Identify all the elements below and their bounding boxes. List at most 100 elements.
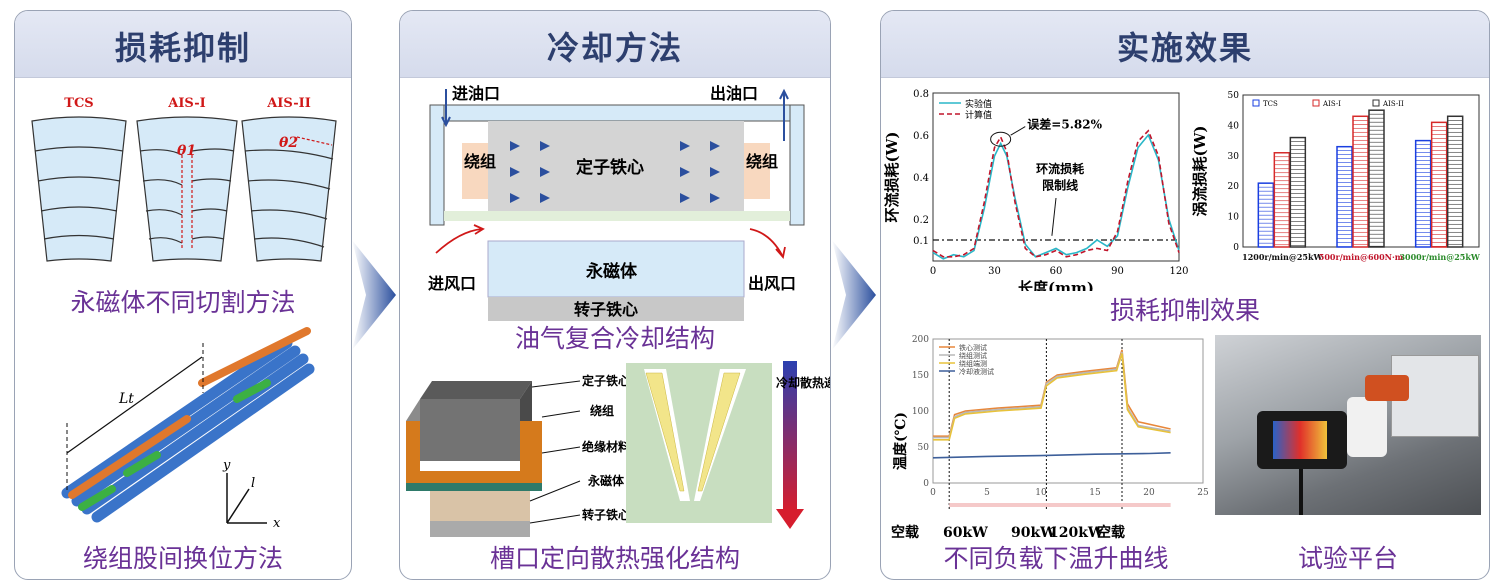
bar <box>1368 109 1385 248</box>
time-band <box>949 503 1171 507</box>
panel-header: 实施效果 <box>881 11 1489 78</box>
legend-label: 冷却液测试 <box>959 367 994 376</box>
panel-title: 冷却方法 <box>546 29 683 67</box>
error-marker <box>990 131 1012 147</box>
y-tick-label: 10 <box>1228 213 1240 223</box>
caption-pm-cut: 永磁体不同切割方法 <box>70 288 296 317</box>
limit-leader <box>1051 197 1057 236</box>
y-axis-label: 涡流损耗(W) <box>1191 125 1209 216</box>
cut-label-ais1: AIS-I <box>167 96 206 111</box>
y-axis-label: 温度(℃) <box>892 412 909 470</box>
slot-cooling-diagram: 定子铁心 绕组 绝缘材料 永磁体 转子铁心 冷却散热递增 <box>406 361 831 537</box>
panel-header: 冷却方法 <box>400 11 830 78</box>
rotor-core-block <box>488 297 744 321</box>
load-label-noload-2: 空载 <box>1097 524 1125 541</box>
series-line-2 <box>933 353 1171 441</box>
cut-label-tcs: TCS <box>64 96 93 111</box>
pm-segment-ais2 <box>241 116 337 262</box>
cooling-panel: 冷却方法 进油口 出油口 绕组 绕组 定子铁心 永磁体 转子铁心 进风口 出风口… <box>399 10 831 580</box>
legend-swatch <box>1312 99 1320 107</box>
legend-label: 计算值 <box>965 109 992 121</box>
series-line-3 <box>932 452 1171 459</box>
legend-label: 绕组测试 <box>959 351 987 360</box>
load-label-noload-1: 空载 <box>891 524 919 541</box>
x-tick-label: 0 <box>930 488 936 498</box>
strand-bundle <box>61 327 315 523</box>
theta2-label: θ2 <box>279 135 298 151</box>
bar <box>1430 121 1448 248</box>
bar <box>1273 152 1291 248</box>
y-tick-label: 20 <box>1228 182 1240 192</box>
x-axis-label: 长度(mm) <box>1018 279 1094 291</box>
y-tick-label: 40 <box>1228 121 1240 131</box>
air-in-label: 进风口 <box>428 274 476 293</box>
x-tick-label: 20 <box>1143 488 1155 498</box>
part-leader-lines <box>529 380 581 524</box>
y-tick-label: 150 <box>912 371 929 381</box>
axis-x-label: x <box>273 516 281 531</box>
y-tick-label: 50 <box>1228 91 1240 101</box>
part-label-winding: 绕组 <box>590 403 614 418</box>
legend-label: AIS-II <box>1382 100 1404 108</box>
x-tick-label: 5 <box>984 488 990 498</box>
winding-right-label: 绕组 <box>746 152 778 171</box>
y-tick-label: 0.1 <box>913 236 929 247</box>
x-tick-label: 90 <box>1111 266 1124 277</box>
legend-label: AIS-I <box>1322 100 1341 108</box>
bar <box>1336 145 1353 248</box>
flow-arrow-2-icon <box>832 240 876 350</box>
lt-dimension-line <box>66 356 203 454</box>
slot-cross-section <box>626 363 772 523</box>
plot-frame <box>932 338 1204 484</box>
axis-l-label: l <box>251 476 255 491</box>
panel-header: 损耗抑制 <box>15 11 351 78</box>
oil-air-cooling-diagram: 进油口 出油口 绕组 绕组 定子铁心 永磁体 转子铁心 进风口 出风口 <box>428 84 805 321</box>
part-label-insulation: 绝缘材料 <box>582 439 630 454</box>
legend-swatch <box>1372 99 1380 107</box>
coordinate-axes <box>226 473 267 524</box>
oil-in-label: 进油口 <box>452 84 500 103</box>
cut-label-ais2: AIS-II <box>266 96 311 111</box>
eddy-loss-chart: 01020304050涡流损耗(W)1200r/min@25kW500r/min… <box>1191 91 1481 262</box>
legend-label: TCS <box>1263 100 1278 108</box>
bar <box>1289 136 1307 248</box>
error-leader <box>1010 126 1026 136</box>
y-tick-label: 50 <box>918 443 930 453</box>
winding-right-block <box>744 143 770 199</box>
flow-arrow-1-icon <box>352 240 396 350</box>
pm-label: 永磁体 <box>585 261 638 282</box>
legend-label: 绕组端测 <box>959 359 987 368</box>
cooling-gradient-label: 冷却散热递增 <box>776 375 831 390</box>
air-out-label: 出风口 <box>748 274 796 293</box>
panel-title: 损耗抑制 <box>114 29 251 67</box>
y-tick-label: 0.6 <box>913 131 929 142</box>
pm-segment-tcs <box>31 116 127 262</box>
caption-oil-air: 油气复合冷却结构 <box>514 324 715 353</box>
load-label-60kw: 60kW <box>943 525 988 541</box>
caption-loss-effect: 损耗抑制效果 <box>1109 296 1260 325</box>
theta1-label: θ1 <box>177 143 196 159</box>
category-label: 1200r/min@25kW <box>1242 252 1323 262</box>
x-tick-label: 25 <box>1197 488 1209 498</box>
legend-label: 铁心测试 <box>959 343 987 352</box>
lt-label: Lt <box>118 391 134 407</box>
legend-label: 实验值 <box>965 98 992 110</box>
plot-frame <box>932 92 1180 262</box>
y-tick-label: 0.4 <box>913 173 929 184</box>
y-tick-label: 100 <box>912 407 929 417</box>
load-label-120kw: 120kW <box>1049 525 1104 541</box>
winding-left-block <box>462 143 488 199</box>
winding-transposition-diagram: Lt y l x <box>61 327 315 531</box>
y-tick-label: 0 <box>1233 243 1239 253</box>
y-tick-label: 200 <box>912 335 929 345</box>
caption-test-platform: 试验平台 <box>1297 544 1398 573</box>
bar <box>1446 115 1464 248</box>
error-annotation: 误差=5.82% <box>1027 117 1102 132</box>
rotor-core-label: 转子铁心 <box>574 300 638 319</box>
y-tick-label: 0 <box>923 479 929 489</box>
bar <box>1352 115 1369 248</box>
cooling-gradient-bar <box>783 361 797 511</box>
x-tick-label: 120 <box>1169 266 1188 277</box>
